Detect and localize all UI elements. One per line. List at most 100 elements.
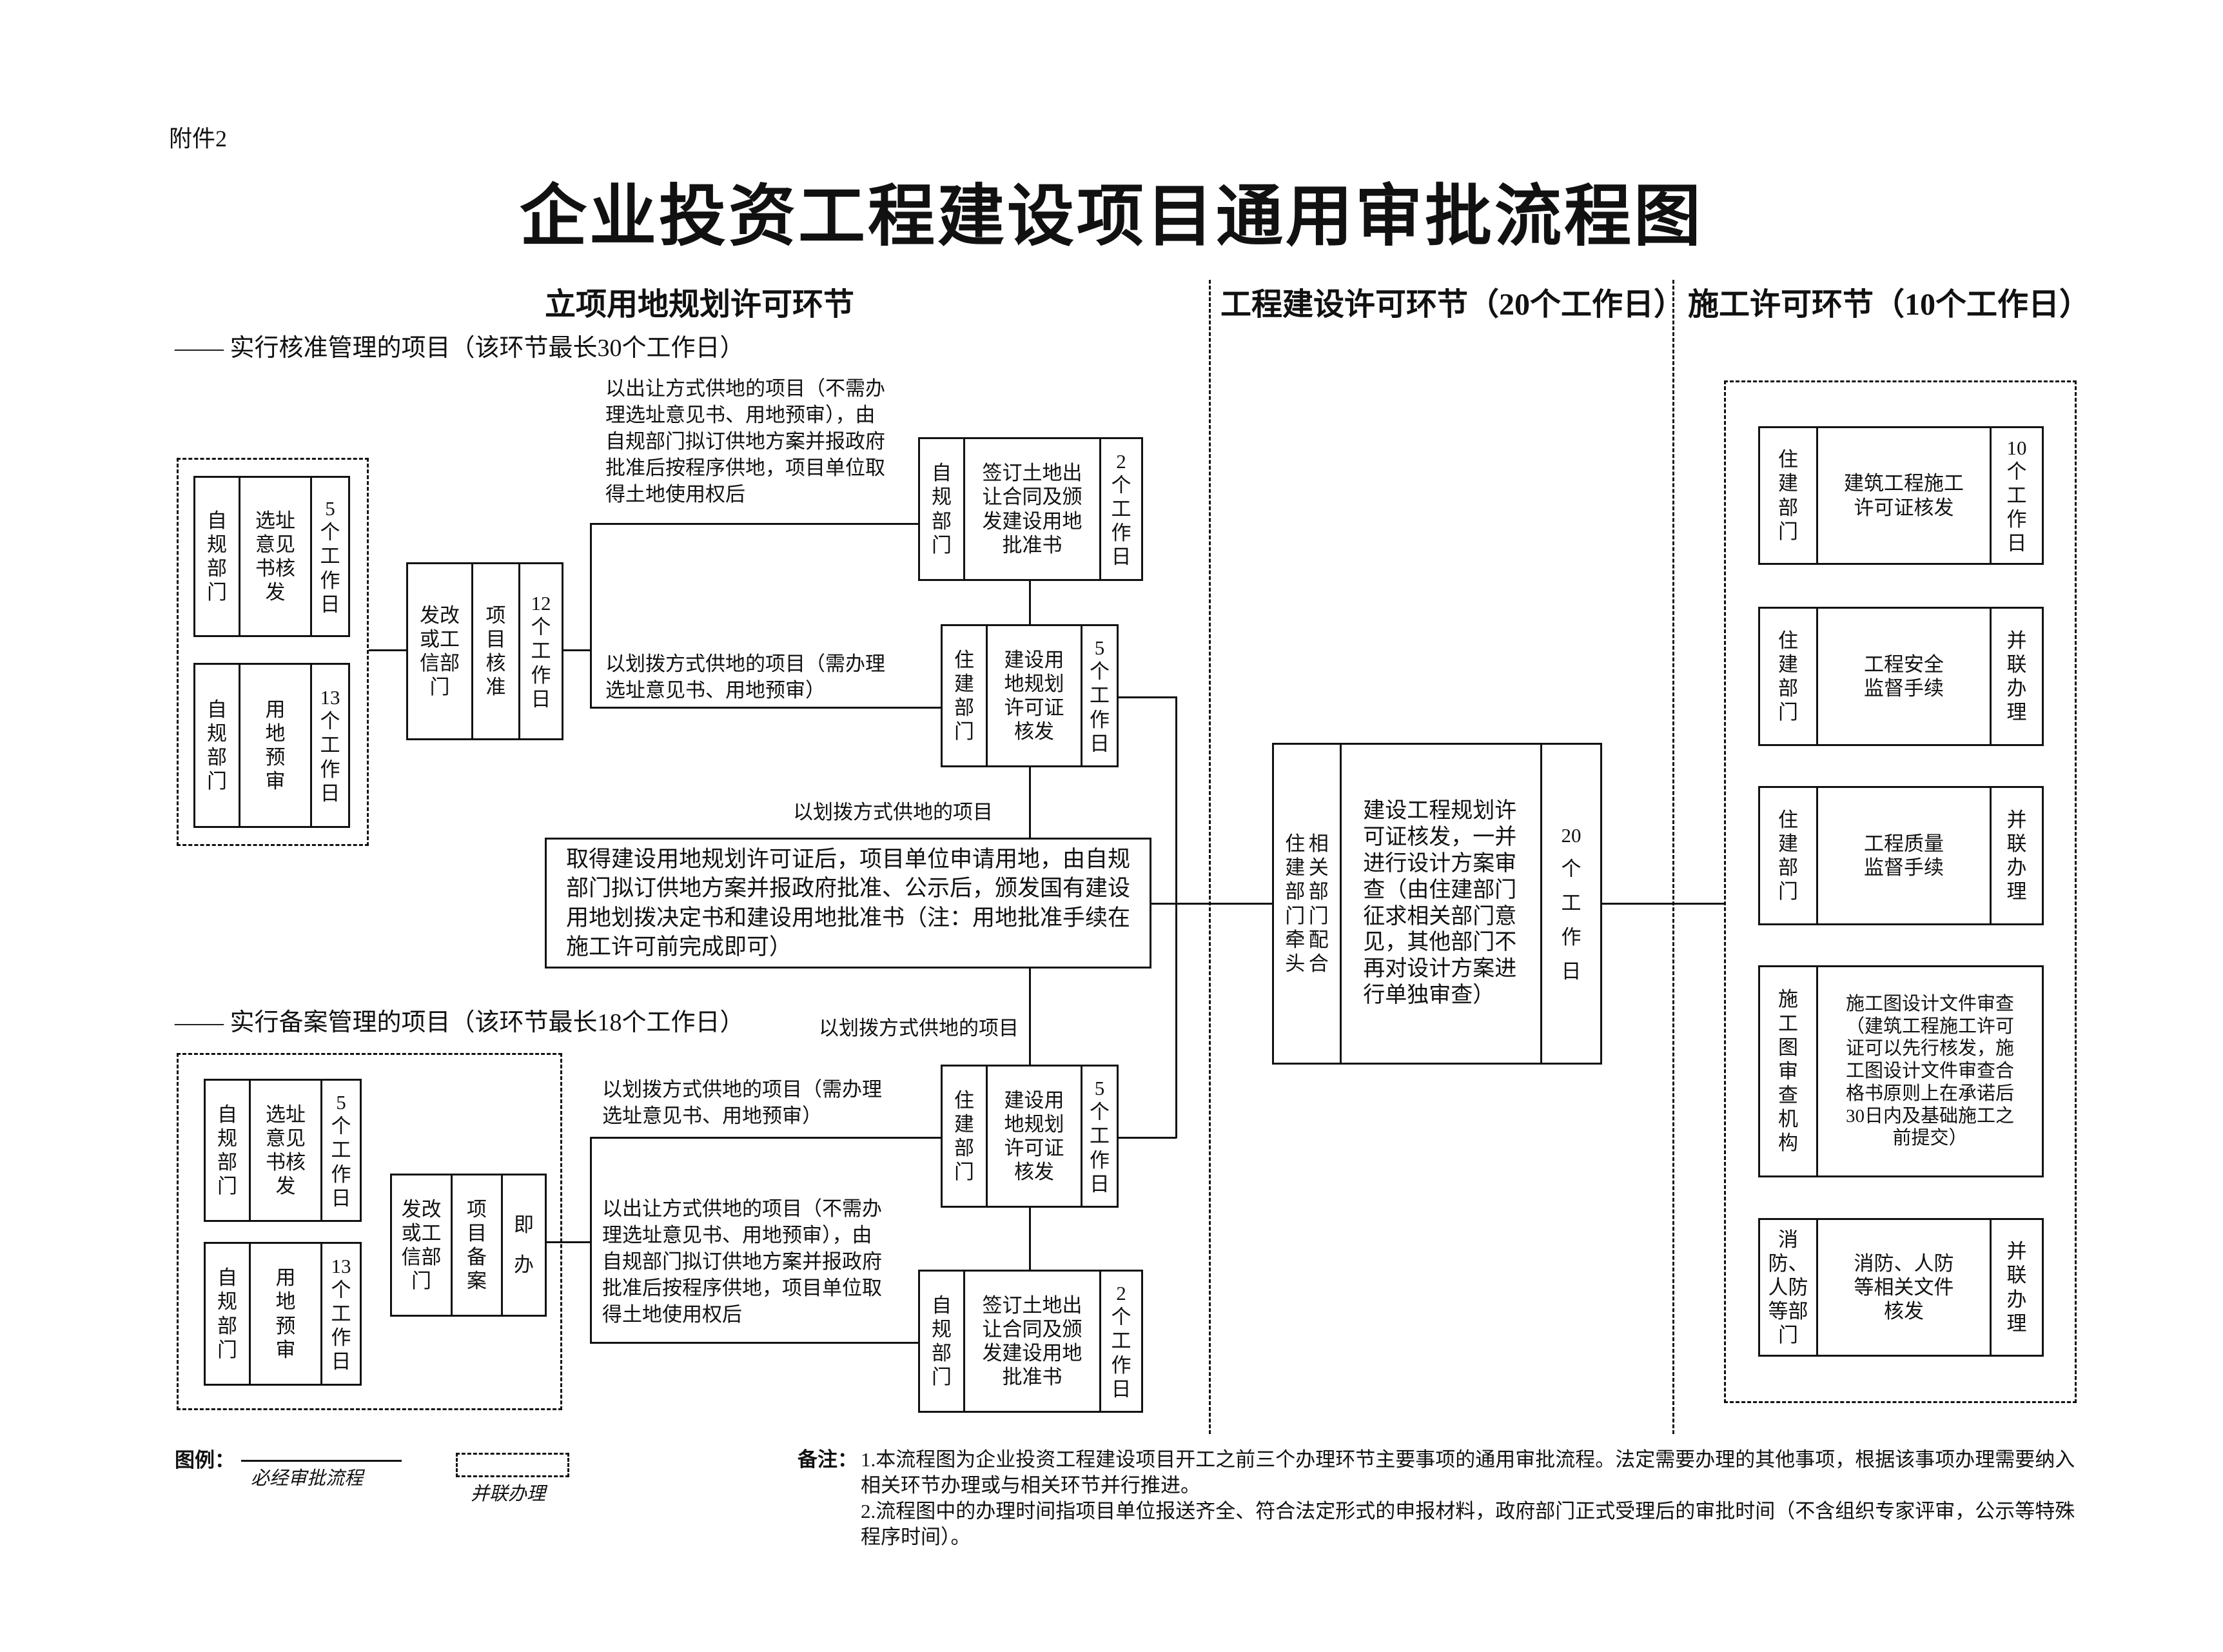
legend-dashed-label: 并联办理 bbox=[471, 1484, 546, 1504]
parallel-group bbox=[177, 1053, 562, 1410]
allocation-box: 取得建设用地规划许可证后，项目单位申请用地，由自规部门拟订供地方案并报政府批准、… bbox=[545, 838, 1151, 969]
task: 签订土地出让合同及颁发建设用地批准书 bbox=[982, 462, 1082, 556]
task: 选址意见书核发 bbox=[266, 1103, 306, 1198]
drawing-review-box: 施工图审查机构 施工图设计文件审查（建筑工程施工许可证可以先行核发，施工图设计文… bbox=[1758, 965, 2044, 1177]
dept: 住建部门 bbox=[1777, 808, 1798, 903]
land-planning-permit-box: 住建部门 建设用地规划许可证核发 5个工作日 bbox=[941, 624, 1119, 767]
flow-line bbox=[1175, 696, 1177, 1138]
flow-line bbox=[1029, 1208, 1031, 1270]
allocation-text: 取得建设用地规划许可证后，项目单位申请用地，由自规部门拟订供地方案并报政府批准、… bbox=[566, 846, 1131, 960]
time: 10个工作日 bbox=[2006, 436, 2027, 555]
land-planning-permit-box: 住建部门 建设用地规划许可证核发 5个工作日 bbox=[941, 1065, 1119, 1208]
task: 消防、人防等相关文件核发 bbox=[1854, 1252, 1954, 1323]
stage-divider bbox=[1672, 280, 1674, 1434]
parallel-group bbox=[177, 458, 369, 846]
flow-line bbox=[590, 1137, 941, 1139]
task: 用地预审 bbox=[265, 698, 286, 793]
project-filing-box: 发改或工信部门 项目备案 即办 bbox=[390, 1174, 547, 1317]
dept: 自规部门 bbox=[931, 1293, 952, 1389]
allocation-note: 以划拨方式供地的项目（需办理选址意见书、用地预审） bbox=[602, 1078, 882, 1127]
dept: 自规部门 bbox=[206, 509, 227, 604]
flow-line bbox=[1602, 903, 1724, 905]
flow-line bbox=[547, 1241, 591, 1243]
dept: 发改或工信部门 bbox=[401, 1197, 442, 1293]
section-header-land-planning: 立项用地规划许可环节 bbox=[545, 288, 855, 322]
task: 建设用地规划许可证核发 bbox=[1004, 1088, 1064, 1184]
construction-planning-permit-box: 住建部门牵头 相关部门配合 建设工程规划许可证核发，一并进行设计方案审查（由住建… bbox=[1272, 743, 1602, 1065]
quality-supervision-box: 住建部门 工程质量监督手续 并联办理 bbox=[1758, 786, 2044, 925]
task: 建筑工程施工许可证核发 bbox=[1844, 472, 1964, 519]
dept: 发改或工信部门 bbox=[420, 604, 460, 699]
task: 施工图设计文件审查（建筑工程施工许可证可以先行核发，施工图设计文件审查合格书原则… bbox=[1845, 993, 2014, 1149]
land-contract-box: 自规部门 签订土地出让合同及颁发建设用地批准书 2个工作日 bbox=[918, 1270, 1143, 1413]
page-title: 企业投资工程建设项目通用审批流程图 bbox=[519, 180, 1703, 254]
transfer-note: 以出让方式供地的项目（不需办理选址意见书、用地预审），由自规部门拟订供地方案并报… bbox=[605, 377, 885, 506]
project-approval-box: 发改或工信部门 项目核准 12个工作日 bbox=[406, 562, 563, 740]
legend-label: 图例： bbox=[175, 1449, 235, 1471]
dept: 住建部门 bbox=[1777, 448, 1798, 543]
legend-solid-line bbox=[241, 1460, 402, 1462]
flow-line bbox=[1029, 581, 1031, 624]
task: 项目核准 bbox=[485, 604, 506, 699]
time: 13个工作日 bbox=[331, 1254, 351, 1373]
time: 13个工作日 bbox=[320, 686, 340, 805]
flow-line bbox=[1029, 969, 1031, 1065]
flow-line bbox=[1029, 767, 1031, 838]
task: 签订土地出让合同及颁发建设用地批准书 bbox=[982, 1293, 1082, 1389]
task: 工程质量监督手续 bbox=[1864, 832, 1944, 879]
land-pre-review-box: 自规部门 用地预审 13个工作日 bbox=[204, 1242, 362, 1386]
task: 用地预审 bbox=[275, 1266, 296, 1361]
time: 并联办理 bbox=[2006, 629, 2027, 724]
time: 20个工作日 bbox=[1561, 823, 1582, 983]
dept: 自规部门 bbox=[206, 698, 227, 793]
dept: 消防、人防等部门 bbox=[1768, 1228, 1808, 1347]
note-item: 1.本流程图为企业投资工程建设项目开工之前三个办理环节主要事项的通用审批流程。法… bbox=[861, 1448, 2075, 1497]
transfer-note: 以出让方式供地的项目（不需办理选址意见书、用地预审），由自规部门拟订供地方案并报… bbox=[602, 1197, 882, 1326]
time: 5个工作日 bbox=[1089, 1077, 1110, 1195]
safety-supervision-box: 住建部门 工程安全监督手续 并联办理 bbox=[1758, 607, 2044, 746]
approval-track-heading: —— 实行核准管理的项目（该环节最长30个工作日） bbox=[175, 335, 745, 362]
stage-divider bbox=[1209, 280, 1211, 1434]
flow-line bbox=[590, 523, 592, 709]
attachment-label: 附件2 bbox=[169, 126, 228, 152]
time: 2个工作日 bbox=[1111, 449, 1131, 569]
flow-line bbox=[590, 707, 941, 709]
dept: 住建部门 bbox=[1777, 629, 1798, 724]
time: 2个工作日 bbox=[1111, 1282, 1131, 1401]
flow-line bbox=[1151, 903, 1272, 905]
time: 5个工作日 bbox=[1089, 636, 1110, 755]
time: 即办 bbox=[513, 1214, 534, 1276]
dept: 自规部门 bbox=[217, 1103, 237, 1198]
dept: 自规部门 bbox=[217, 1266, 237, 1361]
task: 建设工程规划许可证核发，一并进行设计方案审查（由住建部门征求相关部门意见，其他部… bbox=[1363, 799, 1517, 1007]
site-opinion-box: 自规部门 选址意见书核发 5个工作日 bbox=[193, 476, 350, 637]
site-opinion-box: 自规部门 选址意见书核发 5个工作日 bbox=[204, 1079, 362, 1222]
flow-line bbox=[1119, 696, 1177, 698]
filing-track-heading: —— 实行备案管理的项目（该环节最长18个工作日） bbox=[175, 1009, 745, 1036]
flow-line bbox=[563, 649, 591, 651]
land-pre-review-box: 自规部门 用地预审 13个工作日 bbox=[193, 663, 350, 828]
lead-dept: 住建部门牵头 bbox=[1285, 832, 1306, 975]
time: 5个工作日 bbox=[331, 1091, 351, 1210]
dept: 施工图审查机构 bbox=[1777, 988, 1798, 1155]
flow-line bbox=[590, 523, 918, 525]
allocation-label: 以划拨方式供地的项目 bbox=[793, 801, 993, 823]
construction-permit-box: 住建部门 建筑工程施工许可证核发 10个工作日 bbox=[1758, 426, 2044, 565]
flow-line bbox=[590, 1342, 918, 1344]
flow-line bbox=[1119, 1137, 1177, 1139]
task: 项目备案 bbox=[466, 1197, 487, 1293]
flow-line bbox=[590, 1137, 592, 1344]
task: 工程安全监督手续 bbox=[1864, 653, 1944, 700]
allocation-label: 以划拨方式供地的项目 bbox=[819, 1017, 1019, 1039]
dept: 自规部门 bbox=[931, 462, 952, 556]
allocation-note: 以划拨方式供地的项目（需办理选址意见书、用地预审） bbox=[605, 653, 885, 702]
dept: 住建部门 bbox=[954, 648, 974, 743]
time: 5个工作日 bbox=[320, 497, 340, 616]
section-header-permit: 施工许可环节（10个工作日） bbox=[1688, 288, 2091, 322]
section-header-construction: 工程建设许可环节（20个工作日） bbox=[1220, 288, 1685, 322]
fire-civil-defense-box: 消防、人防等部门 消防、人防等相关文件核发 并联办理 bbox=[1758, 1218, 2044, 1357]
notes-label: 备注： bbox=[798, 1448, 857, 1471]
dept: 住建部门 bbox=[954, 1088, 974, 1184]
legend-solid-label: 必经审批流程 bbox=[251, 1468, 364, 1489]
